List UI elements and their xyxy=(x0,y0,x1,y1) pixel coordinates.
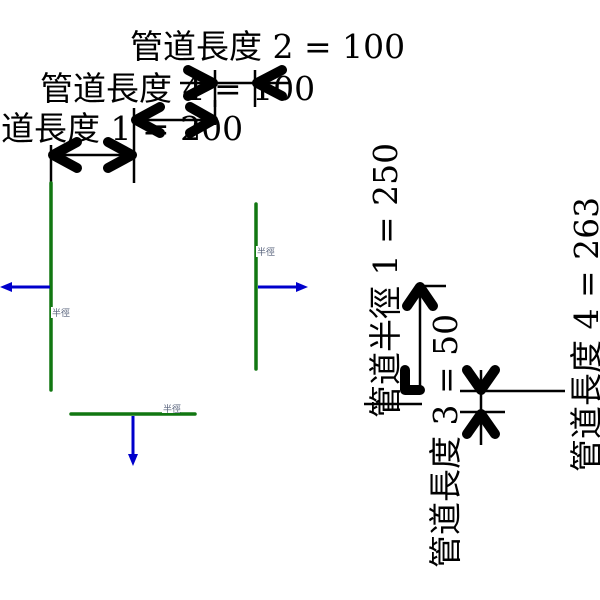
arrowhead-icon xyxy=(462,365,500,395)
dimension-radius-1[interactable]: 管道半徑 1 = 250 xyxy=(364,143,446,418)
arrowhead-icon xyxy=(103,137,137,173)
pipe-connector-right[interactable]: 半徑 xyxy=(254,202,308,371)
arrow-down-icon xyxy=(128,454,138,466)
dimension-label: 管道長度 2 = 100 xyxy=(130,27,405,66)
dimension-label: 管道半徑 1 = 250 xyxy=(366,143,405,418)
dimension-label: 管道長度 4 = 263 xyxy=(567,197,600,472)
dimension-label: 管道長度 3 = 50 xyxy=(426,314,465,568)
arrow-left-icon xyxy=(0,282,12,292)
arrowhead-icon xyxy=(183,65,218,101)
connector-label: 半徑 xyxy=(163,403,181,415)
arrowhead-icon xyxy=(48,137,82,173)
dimension-label: 管道長度 4 = 100 xyxy=(40,69,315,108)
pipe-connector-left[interactable]: 半徑 xyxy=(0,181,70,392)
dimension-length-1[interactable]: 管道長度 1 = 200 xyxy=(0,109,243,183)
dimension-length-4[interactable]: 管道長度 4 = 263 xyxy=(567,197,600,472)
arrowhead-icon xyxy=(402,282,438,311)
dimension-length-2[interactable]: 管道長度 2 = 100 xyxy=(130,27,405,107)
dimension-length-3[interactable]: 管道長度 3 = 50 xyxy=(426,314,565,568)
connector-label: 半徑 xyxy=(52,307,70,319)
connector-label: 半徑 xyxy=(257,246,275,258)
dimension-label: 管道長度 1 = 200 xyxy=(0,109,243,148)
arrowhead-icon xyxy=(462,409,500,439)
pipe-connector-bottom[interactable]: 半徑 xyxy=(69,403,197,466)
arrowhead-icon xyxy=(252,65,287,101)
arrow-right-icon xyxy=(296,282,308,292)
dimension-length-mid[interactable]: 管道長度 4 = 100 xyxy=(40,69,315,145)
arrowhead-icon xyxy=(185,102,218,138)
arrowhead-icon xyxy=(400,365,425,395)
arrowhead-icon xyxy=(131,102,165,138)
